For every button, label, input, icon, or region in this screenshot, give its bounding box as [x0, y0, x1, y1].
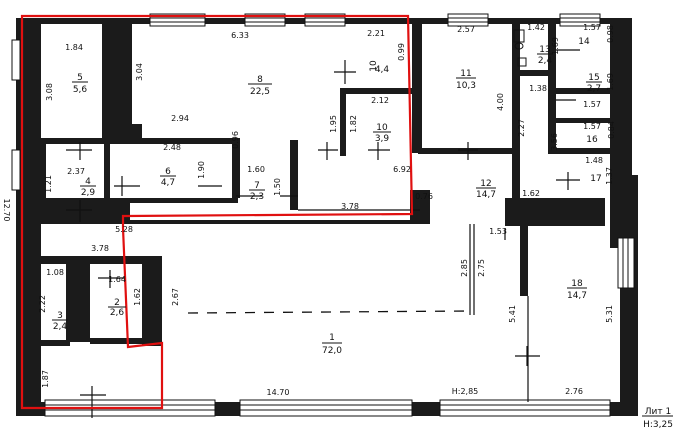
room-11-number: 11	[460, 69, 471, 79]
dimension-label: 1.60	[247, 165, 265, 174]
room-15-area: 2,7	[587, 84, 601, 94]
room-10-upper-number: 10	[369, 60, 379, 72]
dimension-label: 0.96	[231, 131, 240, 149]
dimension-label: 1.08	[46, 268, 64, 277]
dimension-label: 1.42	[527, 23, 545, 32]
lit-label: Лит 1 H:3,25	[642, 407, 673, 430]
dimension-label: 1.62	[133, 288, 142, 306]
room-2-area: 2,6	[110, 308, 125, 318]
room-1-area: 72,0	[322, 346, 342, 356]
dimension-label: 1.21	[44, 175, 53, 193]
dimension-label: 1.95	[329, 115, 338, 133]
lit-height: H:3,25	[643, 420, 673, 430]
door-markers	[66, 49, 580, 418]
dimension-label: 1.69	[551, 37, 560, 55]
walls	[16, 18, 638, 416]
dimension-label: 12.70	[2, 199, 11, 222]
dimension-label: 2.37	[67, 167, 85, 176]
height-note: H:2,85	[452, 387, 479, 396]
dimension-label: 3.08	[45, 83, 54, 101]
room-16-number: 16	[586, 135, 598, 145]
dimension-label: 1.84	[65, 43, 83, 52]
dimension-label: 6.33	[231, 31, 249, 40]
dimension-label: 1.64	[108, 275, 126, 284]
room-5-number: 5	[77, 73, 83, 83]
dimension-label: 1.48	[585, 156, 603, 165]
room-4-area: 2,9	[81, 188, 96, 198]
dimension-label: 5.41	[508, 305, 517, 323]
dimension-label: 4.00	[496, 93, 505, 111]
dimension-label: 5.31	[605, 305, 614, 323]
dimension-label: 1.57	[583, 100, 601, 109]
room-3-area: 2,4	[53, 322, 68, 332]
highlight-outline	[20, 14, 414, 410]
dimension-label: 1.82	[349, 115, 358, 133]
room-8-number: 8	[257, 75, 263, 85]
room-18-number: 18	[571, 279, 583, 289]
dimension-label: 2.94	[171, 114, 189, 123]
windows	[11, 13, 635, 417]
dimension-label: 6.92	[393, 165, 411, 174]
room-13-number: 13	[539, 45, 550, 55]
dimension-label: 2.67	[171, 288, 180, 306]
dimension-label: 1.69	[606, 73, 615, 91]
dimension-label: 0.98	[606, 25, 615, 43]
room-labels: 1 72,0 2 2,6 3 2,4 4 2,9 5 5,6 6 4,7 7 2…	[52, 37, 602, 356]
room-6-number: 6	[165, 167, 171, 177]
dimension-label: 1.87	[41, 370, 50, 388]
dimension-label: 1.62	[522, 189, 540, 198]
room-15-number: 15	[588, 73, 599, 83]
room-2-number: 2	[114, 298, 120, 308]
dimension-label: 1.90	[197, 161, 206, 179]
dimension-label: 1.37	[605, 167, 614, 185]
dimension-label: 1.57	[583, 122, 601, 131]
dimension-label: 3.78	[91, 244, 109, 253]
room-18-area: 14,7	[567, 291, 587, 301]
room-10-lower-area: 3,9	[375, 134, 390, 144]
dimension-label: 1.50	[273, 178, 282, 196]
dimension-label: 2.76	[565, 387, 583, 396]
dimension-label: 5.28	[115, 225, 133, 234]
lit-number: Лит 1	[645, 407, 671, 417]
dimension-label: 3.78	[341, 202, 359, 211]
dimension-label: 1.57	[583, 23, 601, 32]
dimension-label: 0.99	[397, 43, 406, 61]
dimension-label: 2.48	[163, 143, 181, 152]
toilet-icon	[513, 29, 527, 67]
dimension-label: 2.75	[477, 259, 486, 277]
room-1-number: 1	[329, 333, 335, 343]
dimension-label: 2.27	[517, 119, 526, 137]
dimension-label: 2.57	[457, 25, 475, 34]
dimension-label: 2.12	[371, 96, 389, 105]
room-17-number: 17	[590, 174, 601, 184]
room-10-lower-number: 10	[376, 123, 388, 133]
dimension-label: 1.53	[489, 227, 507, 236]
dimension-label: 2.21	[367, 29, 385, 38]
dimension-label: 3.56	[550, 133, 559, 151]
dimension-label: 2.85	[460, 259, 469, 277]
room-13-area: 2,4	[538, 56, 553, 66]
dimension-label: 3.04	[135, 63, 144, 81]
room-5-area: 5,6	[73, 85, 88, 95]
room-10-upper-area: 4,4	[375, 65, 390, 75]
room-7-number: 7	[254, 181, 260, 191]
room-14-number: 14	[578, 37, 590, 47]
dimension-label: 1.38	[529, 84, 547, 93]
dimension-labels: 1.84 3.08 3.04 6.33 2.21 0.99 2.57 1.42 …	[2, 23, 616, 397]
dimension-label: 0.76	[415, 192, 433, 201]
room-7-area: 2,3	[250, 192, 264, 202]
partitions	[187, 209, 529, 402]
room-8-area: 22,5	[250, 87, 270, 97]
room-12-number: 12	[480, 179, 491, 189]
room-6-area: 4,7	[161, 178, 175, 188]
dimension-label: 14.70	[267, 388, 290, 397]
dimension-label: 0.84	[607, 121, 616, 139]
room-3-number: 3	[57, 311, 63, 321]
room-4-number: 4	[85, 177, 91, 187]
dimension-label: 2.22	[38, 295, 47, 313]
room-12-area: 14,7	[476, 190, 496, 200]
room-11-area: 10,3	[456, 81, 476, 91]
